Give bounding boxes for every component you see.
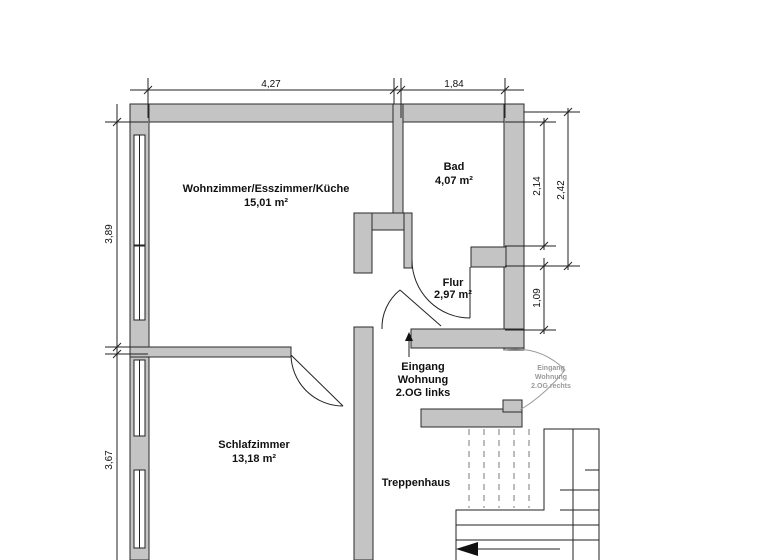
wall-niche-right	[403, 212, 413, 269]
entrance-right-line1: Eingang	[537, 365, 565, 372]
stairs-direction-arrow-icon	[456, 542, 478, 556]
wall-landing-post	[502, 399, 523, 413]
wall-stairwell-left	[353, 326, 374, 560]
dim-top-left: 4,27	[261, 79, 281, 90]
entrance-arrow-icon	[405, 332, 413, 341]
wall-right	[503, 103, 525, 351]
door-entrance-leaf	[399, 289, 442, 327]
wall-top	[129, 103, 525, 123]
door-entrance-swing	[381, 289, 401, 330]
dim-top-right: 1,84	[444, 79, 464, 90]
dim-right-hall: 1,09	[532, 288, 543, 308]
room-bedroom-name: Schlafzimmer	[218, 439, 290, 451]
entrance-right-leader	[503, 348, 566, 411]
dimension-lines	[105, 78, 580, 560]
entrance-left-line2: Wohnung	[398, 374, 449, 386]
walls	[129, 103, 525, 560]
door-bedroom-leaf	[290, 354, 344, 407]
door-bath-swing	[411, 259, 471, 319]
wall-landing	[420, 408, 523, 428]
wall-bath-partition	[392, 103, 404, 215]
door-bedroom-swing	[290, 354, 344, 407]
room-stairwell-name: Treppenhaus	[382, 477, 450, 489]
entrance-right-line3: 2.OG rechts	[531, 383, 571, 390]
entrance-left-line3: 2.OG links	[396, 387, 450, 399]
room-living-area: 15,01 m²	[244, 197, 288, 209]
room-bath-area: 4,07 m²	[435, 175, 473, 187]
dim-right-bath-inner: 2,14	[532, 176, 543, 196]
wall-living-bedroom	[129, 346, 292, 358]
wall-bath-lower	[470, 246, 507, 268]
room-hall-name: Flur	[443, 277, 464, 289]
entrance-right-line2: Wohnung	[535, 374, 567, 381]
room-bedroom-area: 13,18 m²	[232, 453, 276, 465]
dim-right-bath-outer: 2,42	[556, 180, 567, 200]
stairs	[455, 428, 600, 560]
dim-left-upper: 3,89	[104, 224, 115, 244]
wall-niche-left	[353, 212, 373, 274]
room-hall-area: 2,97 m²	[434, 289, 472, 301]
room-bath-name: Bad	[444, 161, 465, 173]
room-living-name: Wohnzimmer/Esszimmer/Küche	[183, 183, 350, 195]
doors	[290, 259, 471, 407]
entrance-left-line1: Eingang	[401, 361, 444, 373]
stairs-outline	[455, 428, 600, 560]
wall-hall-bottom	[410, 328, 525, 349]
dim-left-lower: 3,67	[104, 450, 115, 470]
windows	[133, 134, 146, 549]
